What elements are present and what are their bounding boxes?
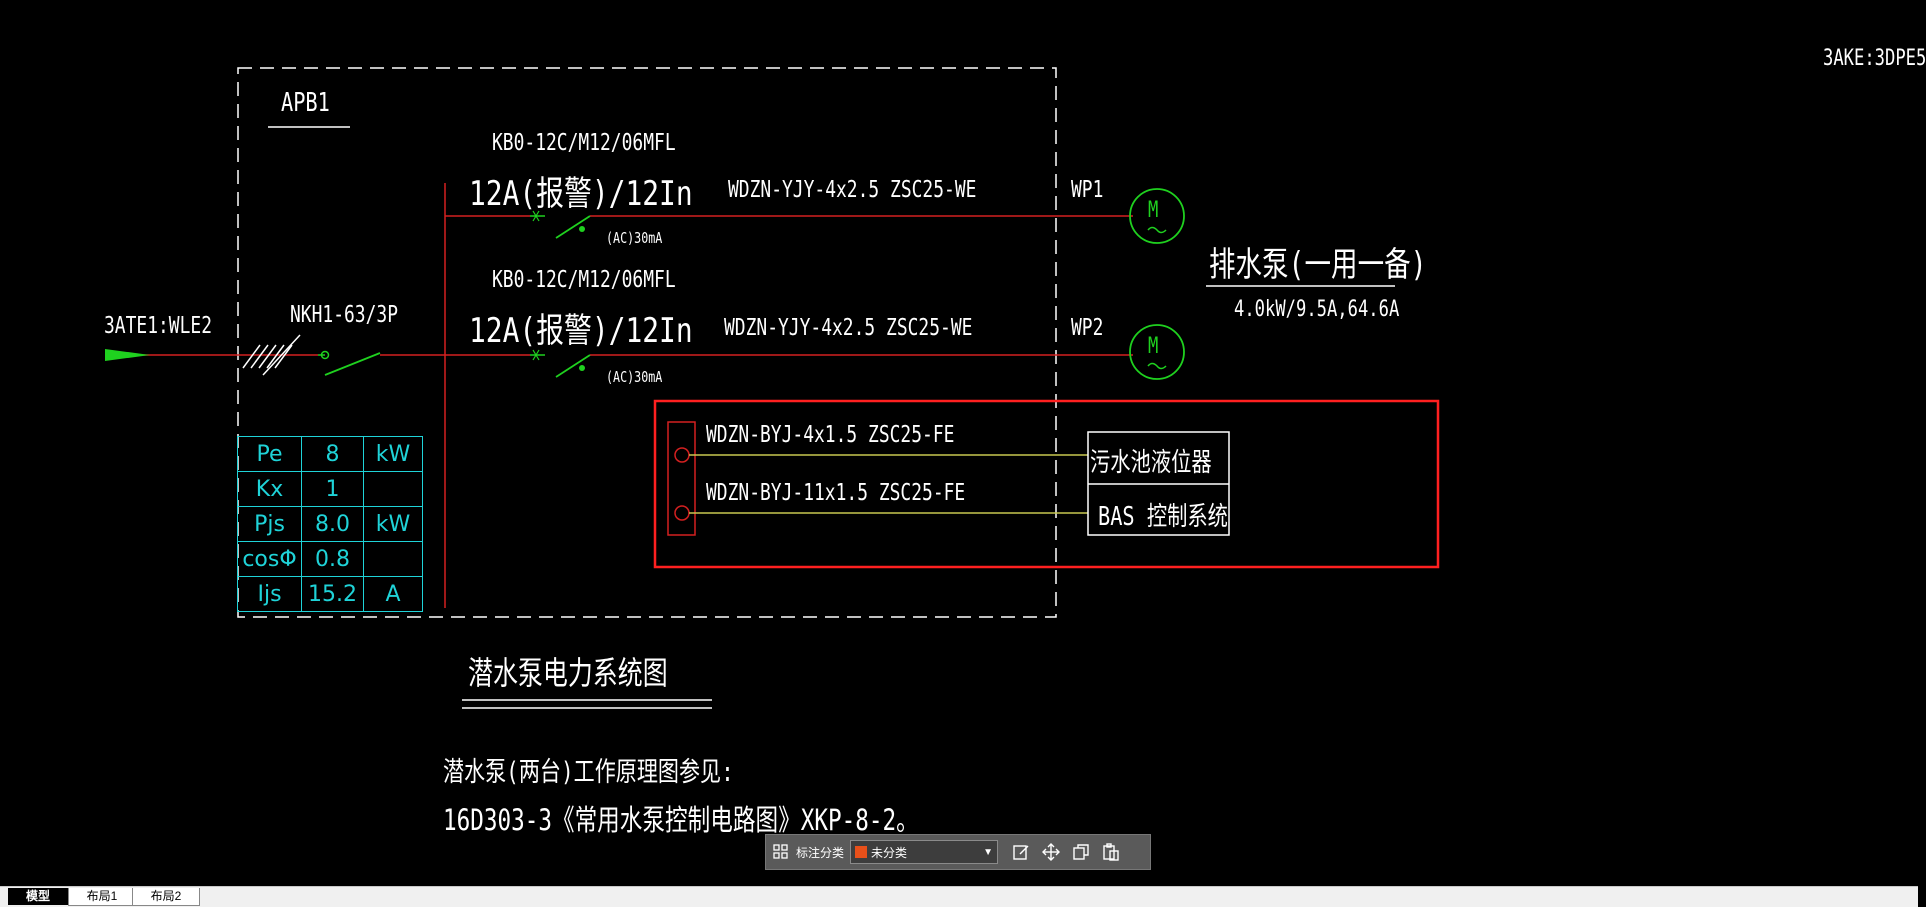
circuit-2-cable: WDZN-YJY-4x2.5 ZSC25-WE [724, 315, 973, 341]
pump-spec: 4.0kW/9.5A,64.6A [1234, 297, 1400, 322]
category-color-swatch [855, 846, 868, 858]
note-line-2: 16D303-3《常用水泵控制电路图》XKP-8-2。 [443, 803, 919, 837]
annotation-toolbar: 标注分类 未分类 ▼ [765, 834, 1151, 870]
circuit-2-breaker-blade [555, 354, 591, 378]
circuit-1-rating: 12A(报警)/12In [469, 174, 693, 214]
drawing-code: 3AKE:3DPE5 [1823, 46, 1926, 71]
panel-frame [237, 67, 1057, 618]
panel-name: APB1 [281, 88, 330, 118]
move-icon[interactable] [1036, 835, 1066, 869]
circuit-2-rating: 12A(报警)/12In [469, 311, 693, 351]
main-switch-label: NKH1-63/3P [290, 302, 399, 328]
incoming-label: 3ATE1:WLE2 [104, 313, 213, 339]
circuit-2-rcd: (AC)30mA [606, 368, 663, 386]
signal-cable-2: WDZN-BYJ-11x1.5 ZSC25-FE [706, 480, 966, 506]
motor-2-label: M [1148, 334, 1159, 359]
motor-2-icon [1129, 324, 1185, 380]
motor-1-icon [1129, 188, 1185, 244]
layout-tab-bar: 模型 布局1 布局2 [0, 886, 1918, 907]
category-selected-value: 未分类 [871, 845, 908, 860]
tab-layout1[interactable]: 布局1 [68, 888, 136, 906]
cad-drawing-canvas[interactable]: 3AKE:3DPE5 APB1 3ATE1:WLE2 NKH1-63/3P KB… [0, 0, 1926, 886]
main-switch-blade [324, 352, 381, 376]
annotation-category-select[interactable]: 未分类 ▼ [850, 840, 999, 864]
terminal-block [667, 421, 696, 536]
annotation-category-label: 标注分类 [796, 845, 845, 860]
signal-target-1: 污水池液位器 [1090, 448, 1212, 478]
surge-protector-hatch [242, 334, 301, 376]
circuit-2-breaker: KB0-12C/M12/06MFL [492, 267, 676, 293]
signal-target-2: BAS 控制系统 [1098, 502, 1228, 532]
edit-icon[interactable] [1006, 835, 1036, 869]
copy-icon[interactable] [1066, 835, 1096, 869]
circuit-1-id: WP1 [1071, 177, 1104, 203]
paste-icon[interactable] [1096, 835, 1126, 869]
circuit-1-breaker: KB0-12C/M12/06MFL [492, 130, 676, 156]
motor-1-label: M [1148, 198, 1159, 223]
circuit-1-rcd: (AC)30mA [606, 229, 663, 247]
circuit-1-cable: WDZN-YJY-4x2.5 ZSC25-WE [728, 177, 977, 203]
pump-title: 排水泵(一用一备) [1209, 245, 1427, 285]
signal-cable-1: WDZN-BYJ-4x1.5 ZSC25-FE [706, 422, 955, 448]
note-line-1: 潜水泵(两台)工作原理图参见: [443, 757, 734, 788]
tab-layout2[interactable]: 布局2 [132, 888, 200, 906]
selection-highlight-box [653, 399, 1440, 569]
grid-icon[interactable] [766, 835, 796, 869]
diagram-title: 潜水泵电力系统图 [468, 654, 668, 692]
drawing-lines [105, 67, 1440, 709]
incoming-arrow [105, 349, 150, 361]
circuit-2-id: WP2 [1071, 315, 1104, 341]
chevron-down-icon: ▼ [983, 846, 994, 858]
tab-model[interactable]: 模型 [8, 888, 68, 905]
circuit-1-breaker-blade [555, 215, 591, 239]
